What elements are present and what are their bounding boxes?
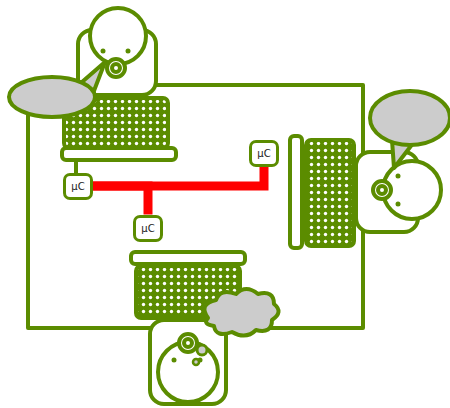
microcontroller-box: μC bbox=[63, 173, 93, 200]
microcontroller-box: μC bbox=[133, 215, 163, 242]
bus-line bbox=[93, 186, 148, 215]
node-label: μC bbox=[71, 181, 84, 192]
node-label: μC bbox=[141, 223, 154, 234]
microcontroller-box: μC bbox=[249, 140, 279, 167]
node-label: μC bbox=[257, 148, 270, 159]
